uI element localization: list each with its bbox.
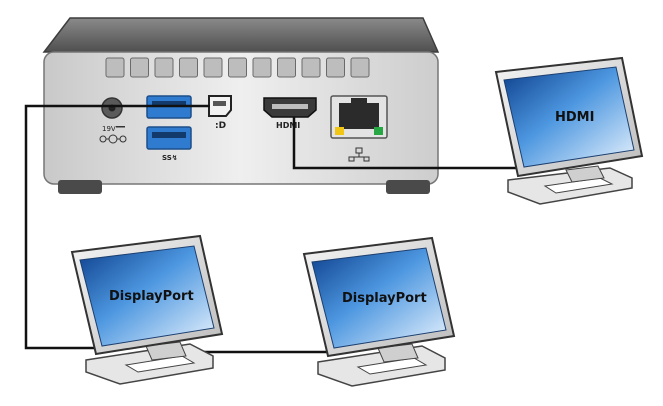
vent-slot (154, 57, 174, 78)
minidp-label: :D (215, 121, 226, 131)
hdmi-monitor: HDMI (494, 56, 644, 205)
vent-slot (301, 57, 321, 78)
displayport-monitor-2: DisplayPort (302, 236, 456, 387)
displayport-monitor-2-label: DisplayPort (342, 291, 427, 306)
ethernet-link-led (374, 127, 383, 135)
mini-pc: 19V SS↯ :D (42, 17, 440, 194)
displayport-monitor-1-label: DisplayPort (109, 289, 194, 304)
monitor-screen (79, 245, 215, 347)
mini-pc-front-panel (43, 51, 439, 185)
ethernet-activity-led (335, 127, 344, 135)
mini-pc-top (42, 17, 440, 53)
hdmi-monitor-label: HDMI (555, 110, 594, 125)
network-icon (348, 147, 370, 162)
vent-slot (105, 57, 125, 78)
polarity-icon (99, 134, 127, 144)
vent-slot (350, 57, 370, 78)
mini-pc-foot-right (386, 180, 430, 194)
mini-pc-foot-left (58, 180, 102, 194)
displayport-cable (24, 104, 210, 350)
displayport-monitor-1: DisplayPort (70, 234, 224, 385)
usb3-port-bottom[interactable] (146, 126, 192, 150)
power-voltage-label: 19V (102, 125, 116, 133)
monitor-screen (311, 247, 447, 349)
vent-slot (252, 57, 272, 78)
mini-displayport-port[interactable] (208, 95, 232, 117)
hdmi-port[interactable] (263, 97, 317, 118)
dc-symbol (116, 126, 125, 128)
monitor-neck (565, 165, 605, 183)
vent-slot (228, 57, 247, 78)
vent-grille (105, 57, 370, 78)
ethernet-port[interactable] (330, 95, 388, 139)
hdmi-port-label: HDMI (276, 121, 300, 130)
usb3-label: SS↯ (162, 154, 178, 162)
monitor-screen (503, 66, 635, 168)
hdmi-cable (292, 117, 520, 170)
vent-slot (130, 57, 149, 78)
vent-slot (277, 57, 296, 78)
vent-slot (179, 57, 198, 78)
vent-slot (326, 57, 345, 78)
vent-slot (203, 57, 223, 78)
